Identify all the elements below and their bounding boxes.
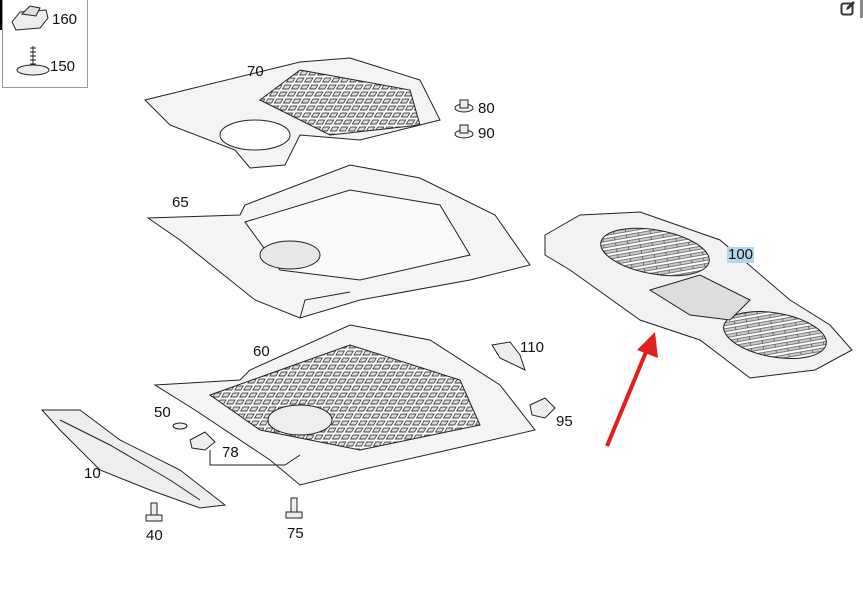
- part-70-panel: [144, 57, 441, 169]
- label-40: 40: [146, 527, 163, 544]
- legend-label-150: 150: [50, 58, 76, 75]
- label-95: 95: [556, 413, 573, 430]
- label-78: 78: [222, 444, 239, 461]
- scrollbar[interactable]: [860, 0, 863, 18]
- fastener-80: [454, 99, 474, 113]
- label-60: 60: [253, 343, 270, 360]
- label-80: 80: [478, 100, 495, 117]
- label-90: 90: [478, 125, 495, 142]
- legend-label-160: 160: [52, 11, 78, 28]
- screw-washer-icon-150: [16, 46, 50, 76]
- clip-icon-160: [11, 5, 49, 31]
- label-10: 10: [84, 465, 101, 482]
- part-10-panel: [40, 409, 227, 509]
- fastener-90: [454, 124, 474, 139]
- part-65-panel: [146, 164, 531, 319]
- label-75: 75: [287, 525, 304, 542]
- part-60-panel: [153, 324, 536, 486]
- edit-icon[interactable]: [840, 0, 856, 16]
- red-arrow-pointer: [605, 332, 658, 447]
- label-100-highlighted[interactable]: 100: [727, 246, 755, 263]
- screw-40: [145, 502, 163, 522]
- clip-78: [189, 431, 301, 466]
- label-50: 50: [154, 404, 171, 421]
- screw-75: [285, 497, 303, 519]
- washer-50: [172, 422, 188, 430]
- label-110: 110: [520, 339, 544, 356]
- part-100-panel: [544, 211, 853, 379]
- bracket-110: [491, 341, 526, 371]
- label-70: 70: [247, 63, 264, 80]
- label-65: 65: [172, 194, 189, 211]
- clip-95: [529, 397, 556, 419]
- left-edge-bar: [0, 0, 3, 30]
